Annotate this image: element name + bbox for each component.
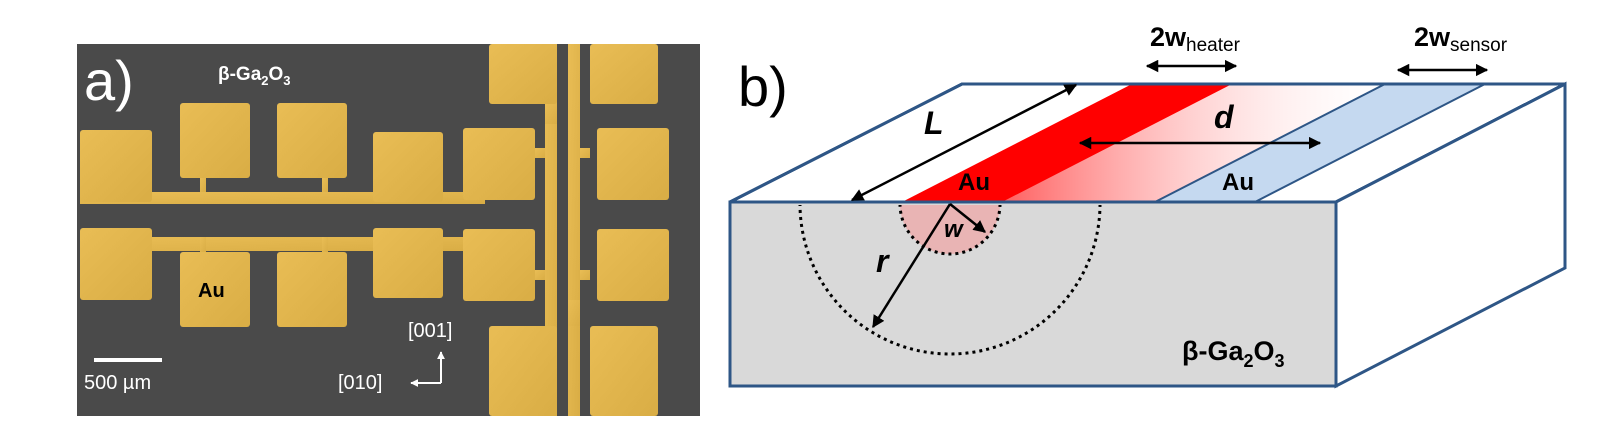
axis-001-label: [001]	[408, 320, 452, 342]
radius-label: r	[876, 243, 890, 279]
panel-b: b) 2wheater 2wsensor L d Au	[728, 22, 1567, 389]
crystal-axes-indicator: [001] [010]	[338, 320, 452, 394]
gold-electrode-pattern	[80, 44, 669, 416]
scale-bar	[94, 358, 162, 362]
heater-gold-label: Au	[958, 169, 990, 196]
sensor-width-label: 2wsensor	[1414, 22, 1508, 56]
halfwidth-label: w	[944, 216, 964, 243]
panel-a-material-label: β-Ga2O3	[218, 64, 291, 88]
radius-arrow	[871, 203, 952, 329]
panel-b-label: b)	[738, 55, 788, 118]
panel-b-material-label: β-Ga2O3	[1182, 336, 1285, 371]
length-label: L	[924, 105, 944, 141]
panel-a-gold-label: Au	[198, 280, 225, 302]
panel-a: a) β-Ga2O3 Au 500 µm [001] [010]	[77, 44, 700, 416]
heater-width-label: 2wheater	[1150, 22, 1241, 56]
halfwidth-arrow	[949, 203, 986, 233]
sensor-gold-label: Au	[1222, 169, 1254, 196]
scale-bar-label: 500 µm	[84, 372, 151, 394]
distance-label: d	[1214, 99, 1235, 135]
axis-010-label: [010]	[338, 372, 382, 394]
length-arrow	[850, 83, 1078, 202]
panel-a-label: a)	[84, 49, 134, 112]
